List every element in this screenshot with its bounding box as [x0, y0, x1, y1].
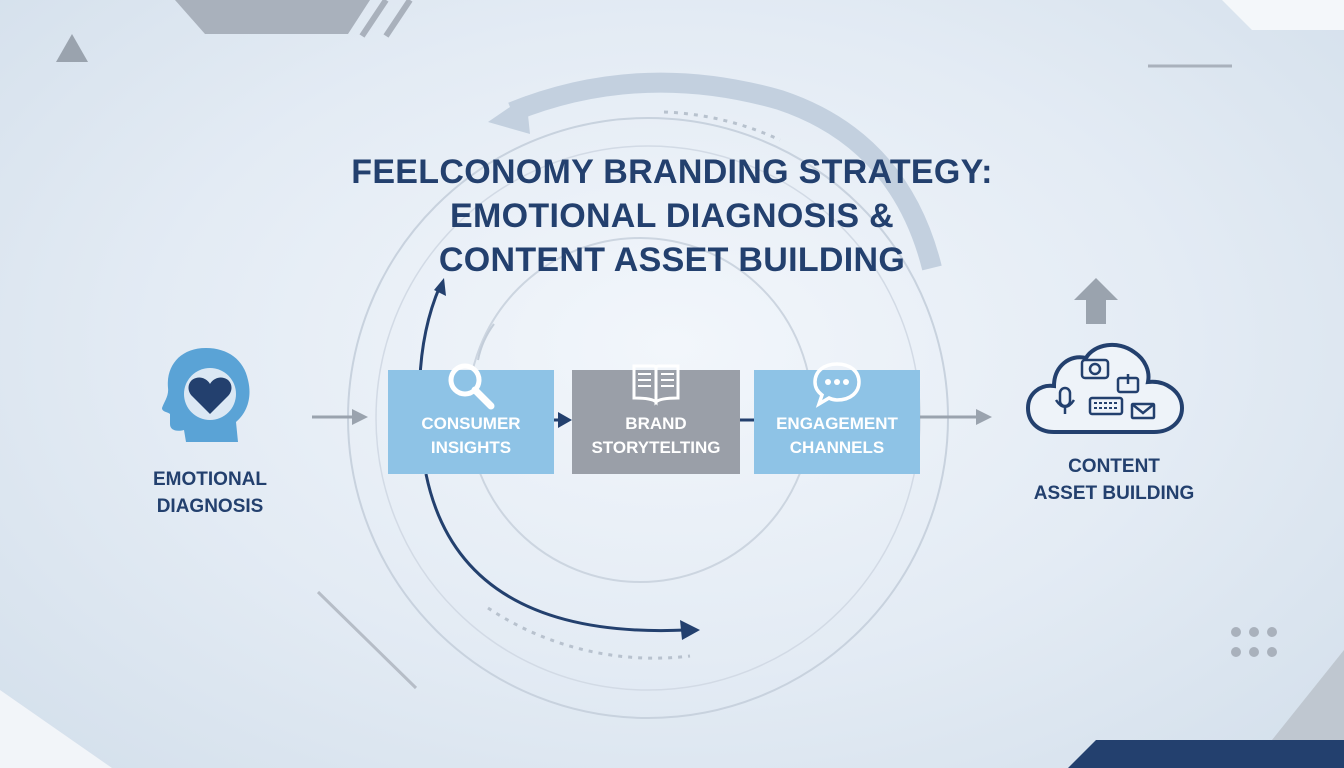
consumer-insights-box: CONSUMER INSIGHTS: [388, 363, 554, 474]
cycle-arrowhead-up: [434, 278, 446, 296]
bottom-right-gray-shape: [1272, 650, 1344, 740]
dotted-arc-bottom: [487, 606, 691, 660]
page-title: FEELCONOMY BRANDING STRATEGY: EMOTIONAL …: [272, 150, 1072, 282]
brand-storytelling-box: BRAND STORYTELTING: [572, 364, 740, 474]
title-line-1: FEELCONOMY BRANDING STRATEGY:: [351, 153, 993, 191]
right-label-line-2: ASSET BUILDING: [1033, 483, 1195, 504]
consumer-insights-line-1: CONSUMER: [421, 414, 521, 433]
engagement-channels-line-1: ENGAGEMENT: [776, 414, 898, 433]
flow-arrowhead-out: [976, 409, 992, 425]
dotted-arc-top: [663, 110, 781, 142]
faint-arrow: [477, 323, 495, 361]
title-line-3: CONTENT ASSET BUILDING: [438, 241, 906, 279]
bottom-right-navy-band: [1068, 740, 1344, 768]
magnifier-icon: [448, 363, 495, 410]
light-arc: [508, 72, 942, 271]
engagement-channels-box: ENGAGEMENT CHANNELS: [754, 362, 920, 474]
triangle-decoration: [56, 34, 88, 62]
left-label-line-1: EMOTIONAL: [153, 469, 267, 490]
dots-decoration: [1231, 627, 1277, 657]
flow-arrowhead-in: [352, 409, 368, 425]
cloud-media-icon: [1025, 342, 1185, 434]
top-right-shape: [1222, 0, 1344, 30]
engagement-channels-line-2: CHANNELS: [789, 438, 885, 457]
cycle-arrow-down: [424, 473, 687, 633]
light-arc-arrowhead: [488, 96, 530, 134]
top-left-band: [175, 0, 370, 34]
head-heart-icon: [162, 348, 250, 442]
top-stripe: [383, 0, 413, 38]
left-label-line-2: DIAGNOSIS: [156, 496, 264, 517]
bottom-left-shape: [0, 690, 112, 768]
cycle-arrowhead-down: [680, 620, 700, 640]
emotional-diagnosis-label: EMOTIONAL DIAGNOSIS: [130, 466, 290, 520]
top-stripe: [359, 0, 389, 38]
up-arrow-icon: [1074, 278, 1118, 324]
title-line-2: EMOTIONAL DIAGNOSIS &: [450, 197, 894, 235]
content-asset-building-label: CONTENT ASSET BUILDING: [1016, 453, 1212, 507]
connector-arrowhead-1: [558, 412, 572, 428]
bottom-left-line: [316, 590, 418, 690]
chat-bubble-icon: [813, 362, 861, 408]
right-label-line-1: CONTENT: [1068, 456, 1160, 477]
brand-storytelling-line-1: BRAND: [625, 414, 687, 433]
open-book-icon: [632, 364, 680, 406]
consumer-insights-line-2: INSIGHTS: [430, 438, 512, 457]
brand-storytelling-line-2: STORYTELTING: [591, 438, 721, 457]
